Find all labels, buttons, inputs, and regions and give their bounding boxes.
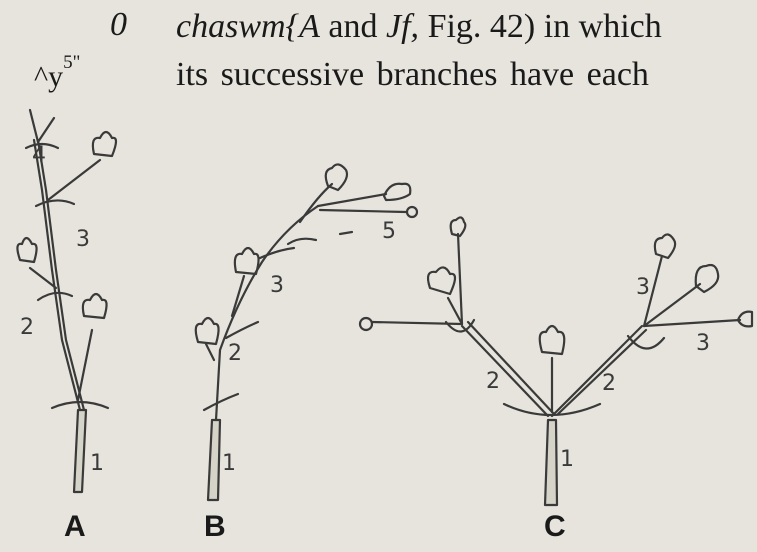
figure-b-branch [318,194,386,206]
figure-c-flower [428,267,455,294]
figure-label-a: A [64,510,86,544]
figure-c-number: 3 [636,275,650,300]
figure-c-branch [644,320,740,326]
figure-b-flower [196,318,219,344]
figure-a-number: 4 [32,143,46,168]
figure-a-flower [83,294,107,318]
figure-c-number: 1 [560,447,574,472]
figure-c-flower [655,234,675,258]
figure-b-branch [206,344,214,360]
figure-c-branch [372,322,462,324]
figure-b-drawing [196,164,417,500]
figure-b-bract [260,248,294,258]
figure-b-flower [326,164,347,190]
figure-a-stem-shadow [38,140,84,410]
figure-c-branch [448,298,462,324]
figure-c-number: 3 [696,331,710,356]
figure-b-bract [340,232,352,234]
figure-a-stalk [74,410,86,492]
figure-a-flower [93,132,116,156]
figure-label-b: B [204,510,226,544]
figure-c-arm-left [462,326,548,416]
figure-c-bud [360,318,372,330]
figure-a-number: 2 [20,315,34,340]
figure-b-number: 2 [228,341,242,366]
figure-b-number: 3 [270,273,284,298]
figure-c-bract [628,336,664,349]
figure-b-bud [407,207,417,217]
figure-a-branch [48,160,100,200]
figure-b-branch [300,184,332,222]
figure-b-stalk [208,420,220,500]
figure-c-stalk [545,420,557,505]
figure-c-arm-right [552,326,642,416]
figure-c-flower [696,265,719,292]
figure-a-bract [36,200,74,206]
figure-c-branch [458,234,462,324]
figure-a-number: 3 [76,227,90,252]
figure-c-flower [540,326,565,354]
figure-a-flower [17,238,36,262]
figure-b-bract [204,394,238,410]
figure-a-branch [78,330,92,400]
figure-a-branch [38,118,54,142]
figure-b-number: 5 [382,219,396,244]
figure-a-branch [30,110,38,142]
figure-c-number: 2 [602,371,616,396]
figure-b-flower [235,248,259,274]
figure-b-branch [320,210,406,212]
figure-c-drawing [360,217,752,505]
figure-b-number: 1 [222,451,236,476]
figure-b-bract [288,239,316,244]
figure-label-c: C [544,510,566,544]
figure-c-number: 2 [486,369,500,394]
figure-b-flower [384,184,410,200]
figure-a-number: 1 [90,451,104,476]
